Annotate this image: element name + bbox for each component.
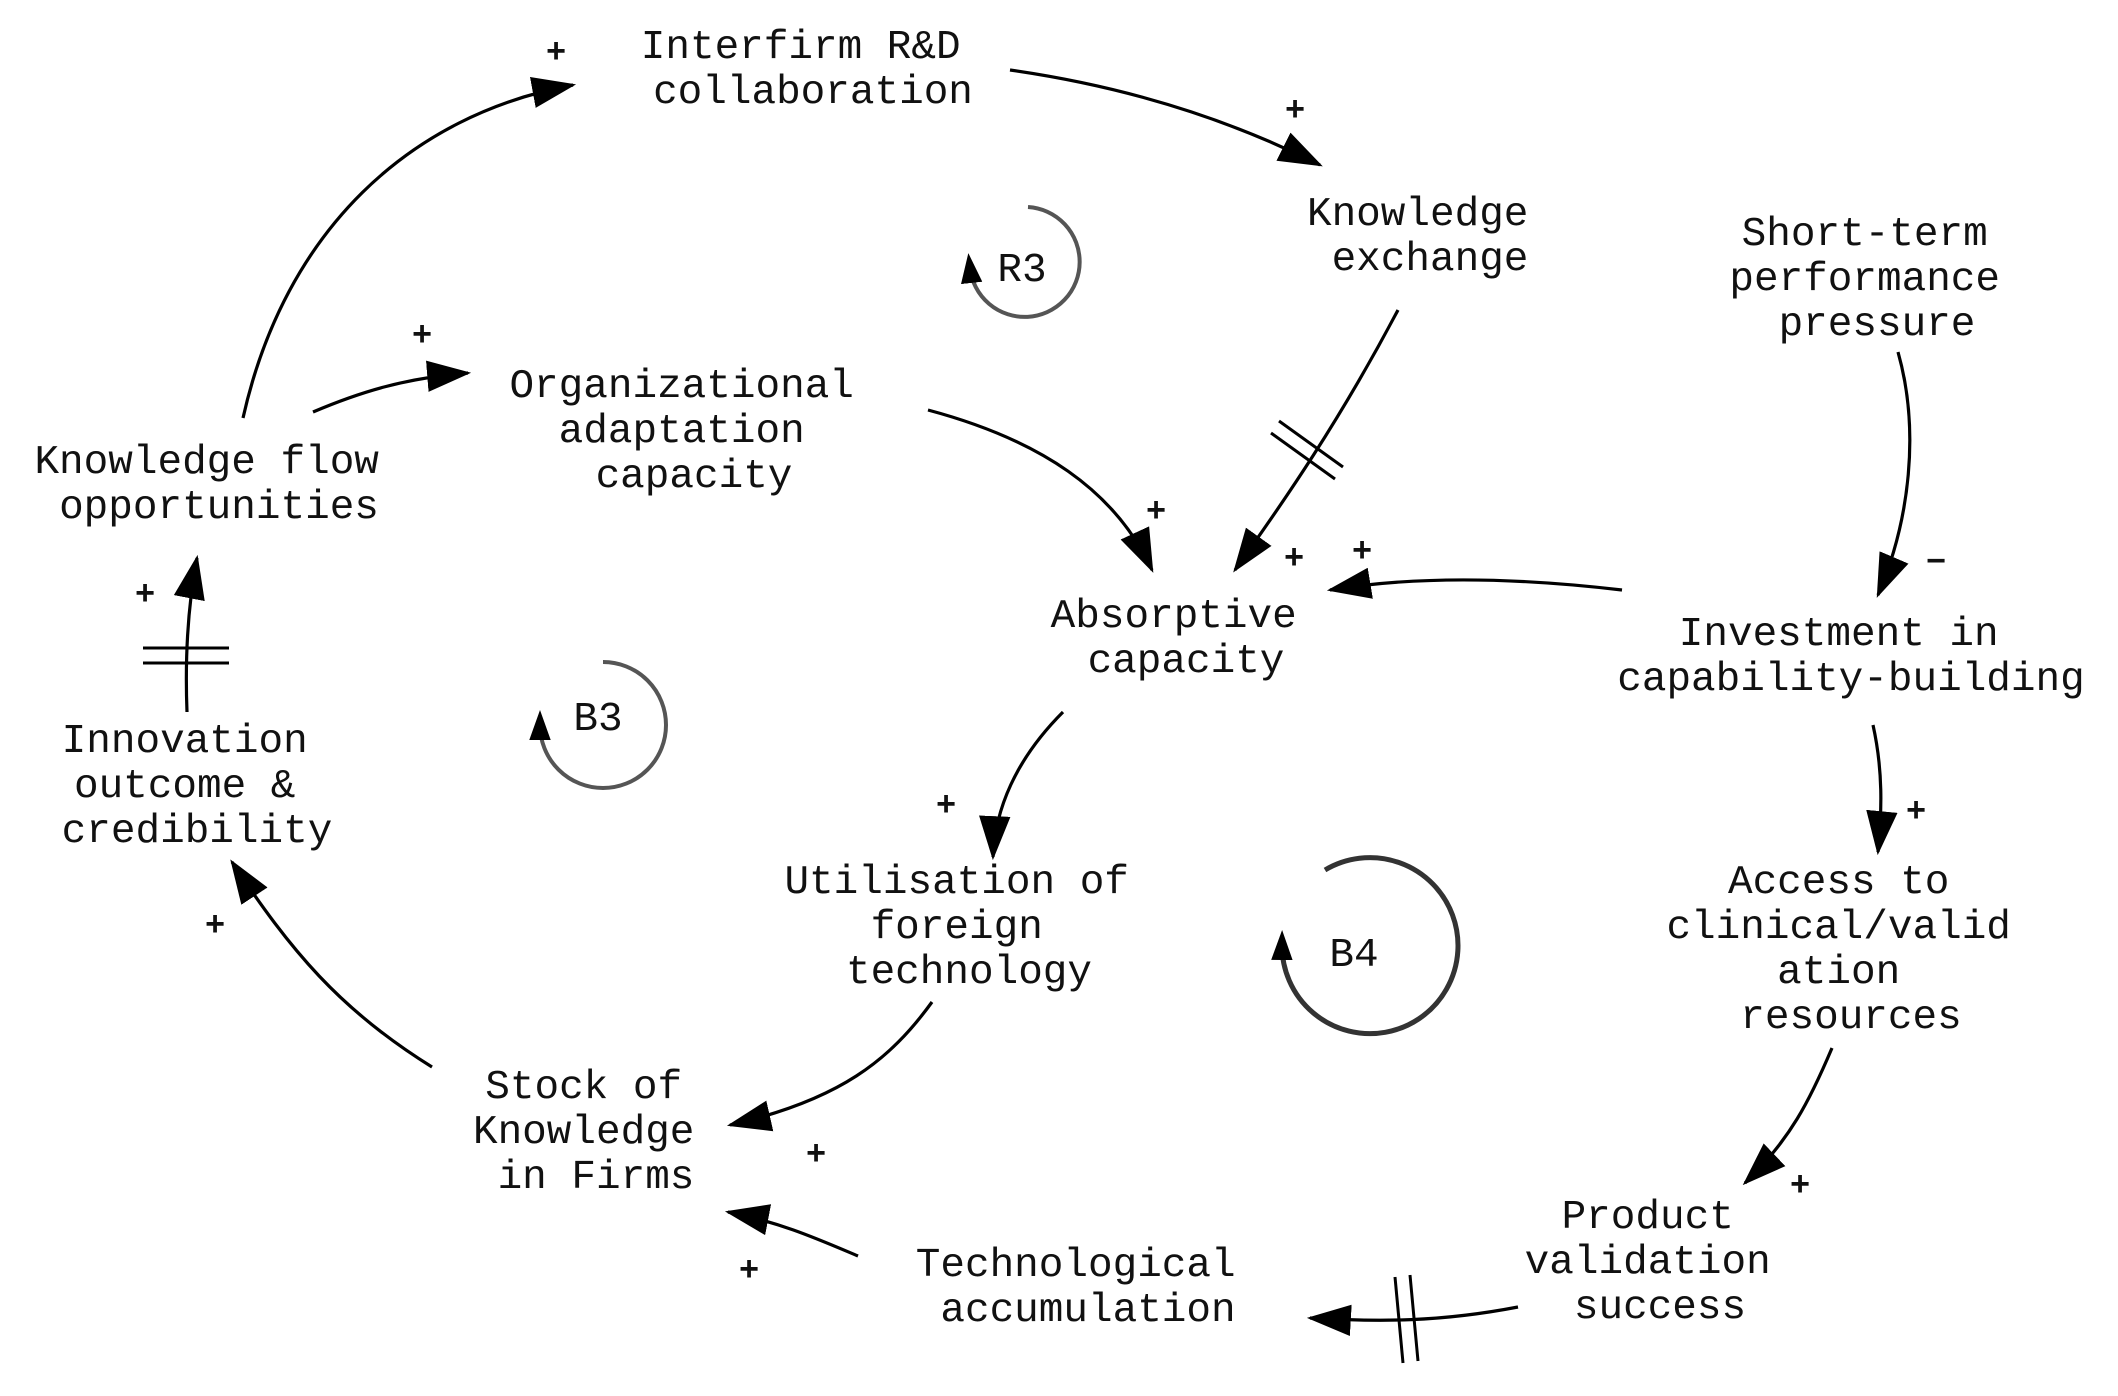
edge-organizational-to-absorptive bbox=[927, 408, 1154, 573]
node-knowledge-exchange: Knowledge exchange bbox=[1307, 192, 1553, 283]
sign-exchange-to-absorptive: + bbox=[1284, 538, 1304, 576]
edge-interfirm-to-exchange bbox=[1009, 68, 1323, 167]
node-absorptive-capacity: Absorptive capacity bbox=[1051, 594, 1322, 685]
edge-investment-to-absorptive bbox=[1326, 567, 1623, 599]
sign-investment-to-absorptive: + bbox=[1352, 531, 1372, 569]
delay-mark-exchange-absorptive-1 bbox=[1270, 431, 1336, 481]
sign-organizational-to-absorptive: + bbox=[1146, 491, 1166, 529]
sign-access-to-validation: + bbox=[1790, 1165, 1810, 1203]
node-interfirm-rd-collaboration: Interfirm R&D collaboration bbox=[641, 25, 985, 116]
delay-mark-validation-accumulation-2 bbox=[1408, 1274, 1420, 1362]
node-stock-of-knowledge-in-firms: Stock of Knowledge in Firms bbox=[473, 1065, 719, 1201]
edge-exchange-to-absorptive bbox=[1233, 309, 1400, 573]
sign-flow-to-organizational: + bbox=[412, 315, 432, 353]
sign-investment-to-access: + bbox=[1906, 791, 1926, 829]
node-access-to-clinical-validation-resources: Access to clinical/valid ation resources bbox=[1666, 860, 2035, 1041]
node-investment-in-capability-building: Investment in capability-building bbox=[1617, 612, 2084, 703]
edge-flow-to-interfirm bbox=[241, 76, 577, 419]
node-innovation-outcome-credibility: Innovation outcome & credibility bbox=[62, 719, 333, 855]
loop-r3-label: R3 bbox=[997, 248, 1046, 294]
edge-utilisation-to-stock bbox=[726, 1001, 934, 1132]
sign-innovation-to-flow: + bbox=[135, 574, 155, 612]
loop-b4-label: B4 bbox=[1329, 933, 1378, 979]
node-technological-accumulation: Technological accumulation bbox=[916, 1243, 1260, 1334]
edge-investment-to-access bbox=[1866, 724, 1898, 856]
node-short-term-performance-pressure: Short-term performance pressure bbox=[1729, 212, 2024, 348]
loop-b3-label: B3 bbox=[573, 697, 622, 743]
loop-b3-arc bbox=[529, 660, 668, 790]
edge-stock-to-innovation bbox=[230, 859, 433, 1069]
sign-utilisation-to-stock: + bbox=[806, 1134, 826, 1172]
edge-accumulation-to-stock bbox=[724, 1204, 859, 1258]
sign-absorptive-to-utilisation: + bbox=[936, 785, 956, 823]
node-product-validation-success: Product validation success bbox=[1525, 1195, 1796, 1331]
loop-r3-arc bbox=[961, 205, 1082, 319]
edge-access-to-validation bbox=[1742, 1047, 1834, 1186]
node-knowledge-flow-opportunities: Knowledge flow opportunities bbox=[34, 440, 403, 531]
delay-mark-exchange-absorptive-2 bbox=[1278, 419, 1344, 469]
delay-mark-validation-accumulation-1 bbox=[1393, 1276, 1405, 1364]
sign-pressure-to-investment: − bbox=[1926, 542, 1946, 580]
edge-innovation-to-flow bbox=[173, 554, 205, 713]
sign-stock-to-innovation: + bbox=[205, 905, 225, 943]
sign-accumulation-to-stock: + bbox=[739, 1250, 759, 1288]
edge-flow-to-organizational bbox=[312, 360, 472, 414]
edge-pressure-to-investment bbox=[1876, 351, 1912, 598]
edge-absorptive-to-utilisation bbox=[979, 710, 1065, 861]
sign-interfirm-to-exchange: + bbox=[1285, 90, 1305, 128]
node-organizational-adaptation-capacity: Organizational adaptation capacity bbox=[509, 364, 878, 500]
edge-validation-to-accumulation bbox=[1306, 1304, 1519, 1337]
loop-b4-arc bbox=[1271, 855, 1461, 1037]
sign-flow-to-interfirm: + bbox=[546, 32, 566, 70]
node-utilisation-of-foreign-technology: Utilisation of foreign technology bbox=[784, 860, 1153, 996]
